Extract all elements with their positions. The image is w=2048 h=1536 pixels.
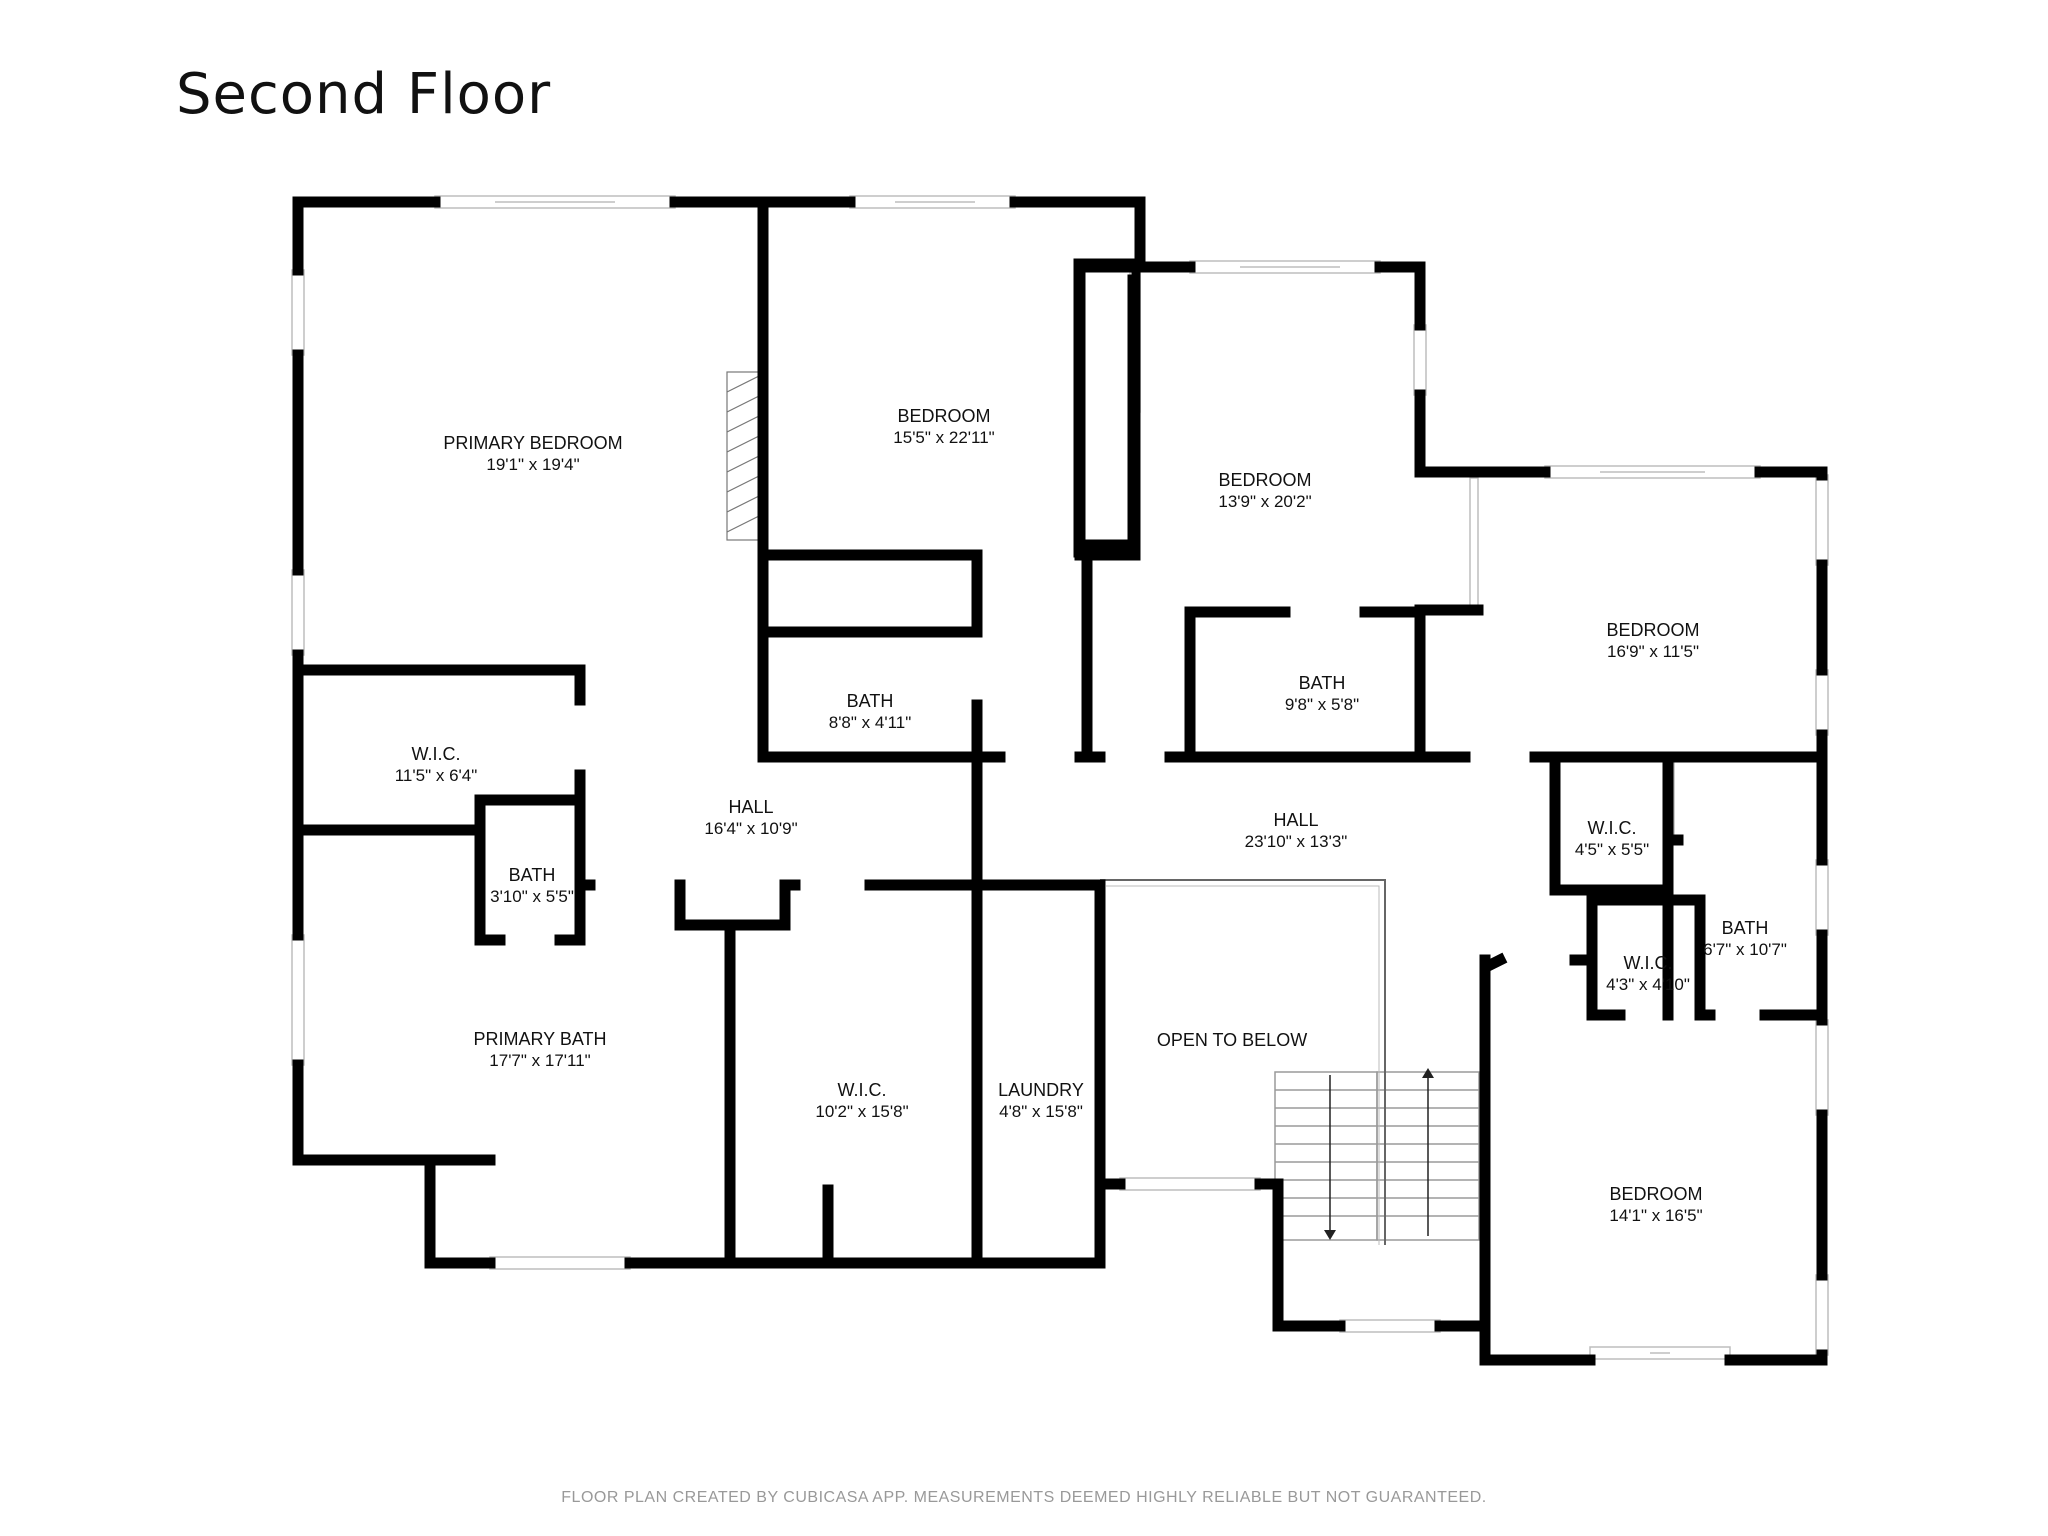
room-hall-2-dims: 23'10" x 13'3" [1245,832,1348,851]
room-primary-bedroom-name: PRIMARY BEDROOM [443,433,622,453]
room-bath-3-dims: 3'10" x 5'5" [490,887,574,906]
room-bedroom-2-dims: 13'9" x 20'2" [1218,492,1311,511]
room-wic-3-dims: 4'5" x 5'5" [1575,840,1649,859]
footer-disclaimer: FLOOR PLAN CREATED BY CUBICASA APP. MEAS… [561,1489,1487,1506]
room-bedroom-4-name: BEDROOM [1609,1184,1702,1204]
room-wic-1-name: W.I.C. [412,744,461,764]
room-bath-4-dims: 6'7" x 10'7" [1703,940,1787,959]
room-hall-1-dims: 16'4" x 10'9" [704,819,797,838]
room-bedroom-2-name: BEDROOM [1218,470,1311,490]
room-bath-2-name: BATH [1299,673,1346,693]
room-wic-2-dims: 10'2" x 15'8" [815,1102,908,1121]
room-hall-1-name: HALL [728,797,773,817]
room-bath-1-name: BATH [847,691,894,711]
room-bath-4-name: BATH [1722,918,1769,938]
room-laundry-dims: 4'8" x 15'8" [999,1102,1083,1121]
room-primary-bedroom-dims: 19'1" x 19'4" [486,455,579,474]
room-primary-bath-name: PRIMARY BATH [473,1029,606,1049]
room-labels: PRIMARY BEDROOM 19'1" x 19'4" BEDROOM 15… [395,406,1787,1225]
room-bath-3-name: BATH [509,865,556,885]
staircase [1274,1071,1480,1241]
room-bedroom-1-dims: 15'5" x 22'11" [893,428,994,447]
windows [291,195,1829,1360]
room-laundry-name: LAUNDRY [998,1080,1084,1100]
room-wic-4-dims: 4'3" x 4'10" [1606,975,1690,994]
room-primary-bath-dims: 17'7" x 17'11" [489,1051,590,1070]
room-bath-1-dims: 8'8" x 4'11" [829,713,912,732]
room-wic-4-name: W.I.C. [1624,953,1673,973]
room-wic-1-dims: 11'5" x 6'4" [395,766,478,785]
room-wic-3-name: W.I.C. [1588,818,1637,838]
room-bedroom-1-name: BEDROOM [897,406,990,426]
room-bedroom-3-dims: 16'9" x 11'5" [1607,642,1699,661]
page-title: Second Floor [176,62,552,127]
room-bedroom-3-name: BEDROOM [1606,620,1699,640]
room-bedroom-4-dims: 14'1" x 16'5" [1609,1206,1702,1225]
room-bath-2-dims: 9'8" x 5'8" [1285,695,1359,714]
room-open-to-below-name: OPEN TO BELOW [1157,1030,1307,1050]
walls [292,196,1828,1366]
fireplace [726,371,760,541]
room-hall-2-name: HALL [1273,810,1318,830]
room-wic-2-name: W.I.C. [838,1080,887,1100]
